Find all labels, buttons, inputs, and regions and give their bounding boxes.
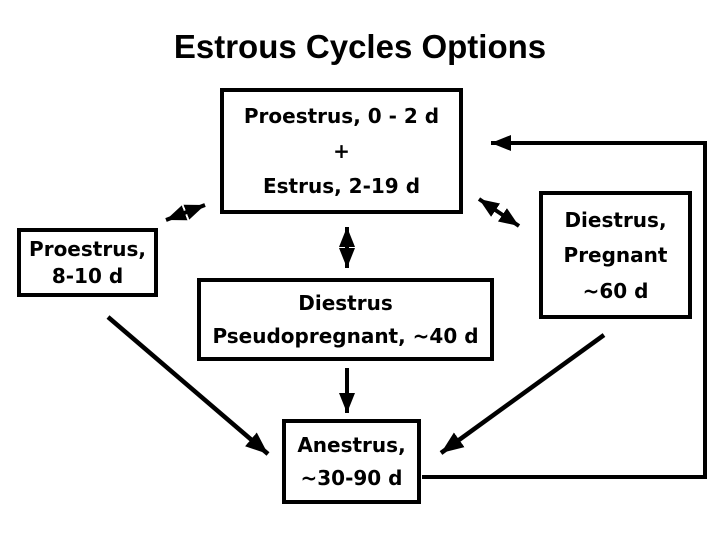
page-title: Estrous Cycles Options xyxy=(173,28,547,65)
box-diestrus-pregnant: Diestrus, Pregnant ~60 d xyxy=(539,191,692,319)
box-line-anestrus: Anestrus, xyxy=(297,433,406,457)
box-diestrus-pseudopregnant: Diestrus Pseudopregnant, ~40 d xyxy=(197,278,494,361)
box-line-pregnant: Pregnant xyxy=(563,243,668,267)
box-line-plus: + xyxy=(333,139,350,163)
box-anestrus: Anestrus, ~30-90 d xyxy=(282,419,421,504)
box-line-30-90d: ~30-90 d xyxy=(300,466,403,490)
box-line-pseudopregnant-40d: Pseudopregnant, ~40 d xyxy=(212,323,479,348)
box-line-8-10d: 8-10 d xyxy=(51,264,124,289)
box-line-estrus-2-19d: Estrus, 2-19 d xyxy=(262,174,421,198)
box-line-proestrus: Proestrus, xyxy=(29,236,146,261)
box-line-60d: ~60 d xyxy=(582,278,649,303)
arrow-proestrus-cycle-bidirectional xyxy=(165,203,206,222)
box-line-diestrus: Diestrus, xyxy=(564,207,667,232)
box-proestrus-8-10d: Proestrus, 8-10 d xyxy=(17,228,158,297)
arrow-anestrus-return-to-cycle xyxy=(422,135,707,479)
arrow-pregnant-anestrus xyxy=(439,333,606,455)
box-proestrus-estrus: Proestrus, 0 - 2 d + Estrus, 2-19 d xyxy=(220,88,463,214)
arrow-proestrus-anestrus xyxy=(106,315,270,456)
box-line-diestrus: Diestrus xyxy=(298,291,393,316)
box-line-proestrus-0-2d: Proestrus, 0 - 2 d xyxy=(243,104,440,128)
arrow-cycle-pregnant-bidirectional xyxy=(477,197,521,228)
